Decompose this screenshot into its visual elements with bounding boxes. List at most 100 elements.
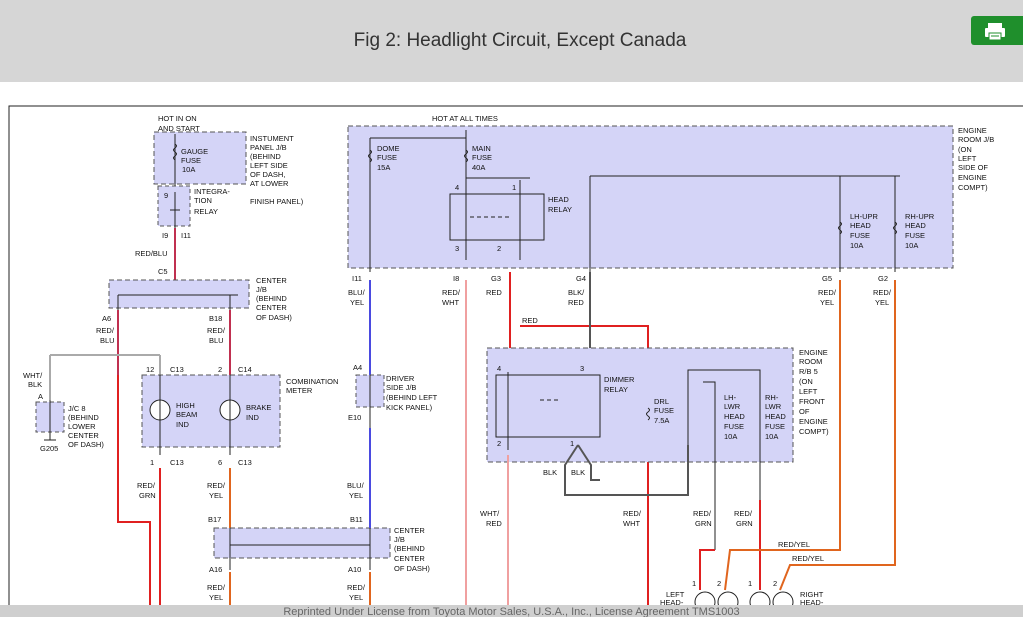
dimmer-relay-box: [495, 374, 601, 438]
svg-text:MAIN: MAIN: [472, 144, 491, 153]
svg-text:BRAKE: BRAKE: [246, 403, 271, 412]
svg-text:KICK PANEL): KICK PANEL): [386, 403, 433, 412]
svg-text:GAUGE: GAUGE: [181, 147, 208, 156]
svg-text:(BEHIND: (BEHIND: [256, 294, 287, 303]
svg-text:ENGINE: ENGINE: [799, 417, 828, 426]
svg-text:I9: I9: [162, 231, 168, 240]
svg-text:BLK: BLK: [543, 468, 557, 477]
svg-text:RED/: RED/: [137, 481, 156, 490]
svg-text:ROOM: ROOM: [799, 357, 822, 366]
svg-text:HOT IN ON: HOT IN ON: [158, 114, 197, 123]
svg-text:G5: G5: [822, 274, 832, 283]
svg-text:LWR: LWR: [724, 402, 741, 411]
svg-text:40A: 40A: [472, 163, 485, 172]
svg-text:OF DASH): OF DASH): [256, 313, 292, 322]
svg-text:OF DASH): OF DASH): [68, 440, 104, 449]
svg-text:COMBINATION: COMBINATION: [286, 377, 338, 386]
svg-text:FUSE: FUSE: [472, 153, 492, 162]
svg-text:RED: RED: [486, 288, 502, 297]
print-button[interactable]: [971, 16, 1023, 45]
svg-text:6: 6: [218, 458, 222, 467]
svg-text:G3: G3: [491, 274, 501, 283]
license-text: Reprinted Under License from Toyota Moto…: [283, 606, 740, 617]
svg-text:BLK: BLK: [571, 468, 585, 477]
svg-text:B18: B18: [209, 314, 222, 323]
svg-text:RH-UPR: RH-UPR: [905, 212, 935, 221]
svg-text:INTEGRA-: INTEGRA-: [194, 187, 230, 196]
svg-text:4: 4: [497, 364, 501, 373]
svg-text:C14: C14: [238, 365, 252, 374]
svg-text:I11: I11: [181, 231, 191, 240]
svg-text:(BEHIND: (BEHIND: [68, 413, 99, 422]
svg-text:CENTER: CENTER: [256, 276, 287, 285]
svg-text:HEAD: HEAD: [850, 221, 871, 230]
svg-text:DRIVER: DRIVER: [386, 374, 415, 383]
svg-text:RED: RED: [568, 298, 584, 307]
svg-text:LEFT: LEFT: [958, 154, 977, 163]
svg-text:HIGH: HIGH: [176, 401, 195, 410]
svg-text:C5: C5: [158, 267, 168, 276]
svg-text:BLK/: BLK/: [568, 288, 585, 297]
svg-text:FRONT: FRONT: [799, 397, 825, 406]
svg-text:FUSE: FUSE: [850, 231, 870, 240]
svg-text:C13: C13: [170, 458, 184, 467]
svg-text:RED/YEL: RED/YEL: [778, 540, 810, 549]
svg-text:9: 9: [164, 191, 168, 200]
svg-text:1: 1: [150, 458, 154, 467]
svg-text:2: 2: [218, 365, 222, 374]
svg-text:1: 1: [512, 183, 516, 192]
svg-text:YEL: YEL: [209, 491, 223, 500]
svg-text:COMPT): COMPT): [799, 427, 829, 436]
svg-text:WHT/: WHT/: [480, 509, 500, 518]
svg-text:HOT AT ALL TIMES: HOT AT ALL TIMES: [432, 114, 498, 123]
instrument-panel-jb-box: [153, 131, 247, 185]
head-relay-box: [449, 193, 545, 241]
svg-text:1: 1: [570, 439, 574, 448]
svg-text:LEFT: LEFT: [799, 387, 818, 396]
svg-text:GRN: GRN: [139, 491, 156, 500]
svg-text:IND: IND: [176, 420, 190, 429]
svg-text:(BEHIND: (BEHIND: [250, 152, 281, 161]
svg-text:RELAY: RELAY: [548, 205, 572, 214]
svg-text:RED: RED: [522, 316, 538, 325]
page-title: Fig 2: Headlight Circuit, Except Canada: [353, 30, 687, 51]
svg-text:RED/: RED/: [442, 288, 461, 297]
svg-text:4: 4: [455, 183, 459, 192]
svg-text:2: 2: [773, 579, 777, 588]
svg-text:BLU/: BLU/: [348, 288, 366, 297]
svg-text:FINISH PANEL): FINISH PANEL): [250, 197, 304, 206]
svg-text:TION: TION: [194, 196, 212, 205]
svg-text:(BEHIND: (BEHIND: [394, 544, 425, 553]
svg-text:CENTER: CENTER: [394, 554, 425, 563]
svg-text:G2: G2: [878, 274, 888, 283]
svg-text:FUSE: FUSE: [654, 406, 674, 415]
svg-text:CENTER: CENTER: [68, 431, 99, 440]
svg-text:10A: 10A: [765, 432, 778, 441]
svg-text:COMPT): COMPT): [958, 183, 988, 192]
svg-text:RED/: RED/: [693, 509, 712, 518]
svg-text:RIGHT: RIGHT: [800, 590, 824, 599]
svg-text:B11: B11: [350, 515, 363, 524]
svg-text:J/C 8: J/C 8: [68, 404, 86, 413]
svg-text:HEAD: HEAD: [905, 221, 926, 230]
svg-text:A: A: [38, 392, 43, 401]
svg-text:12: 12: [146, 365, 154, 374]
svg-text:RED/: RED/: [734, 509, 753, 518]
center-jb-top-box: [108, 279, 250, 309]
svg-text:ENGINE: ENGINE: [799, 348, 828, 357]
svg-text:I11: I11: [352, 274, 362, 283]
svg-text:E10: E10: [348, 413, 361, 422]
svg-text:RED/: RED/: [207, 326, 226, 335]
svg-text:10A: 10A: [850, 241, 863, 250]
svg-text:CENTER: CENTER: [394, 526, 425, 535]
svg-text:LEFT: LEFT: [666, 590, 685, 599]
svg-text:RED/: RED/: [207, 481, 226, 490]
center-jb-bottom-box: [213, 527, 391, 559]
svg-text:(ON: (ON: [799, 377, 813, 386]
svg-text:R/B 5: R/B 5: [799, 367, 818, 376]
svg-text:BLU: BLU: [100, 336, 115, 345]
svg-text:AND START: AND START: [158, 124, 200, 133]
svg-text:G205: G205: [40, 444, 58, 453]
svg-text:HEAD-: HEAD-: [660, 598, 684, 605]
svg-text:2: 2: [497, 244, 501, 253]
